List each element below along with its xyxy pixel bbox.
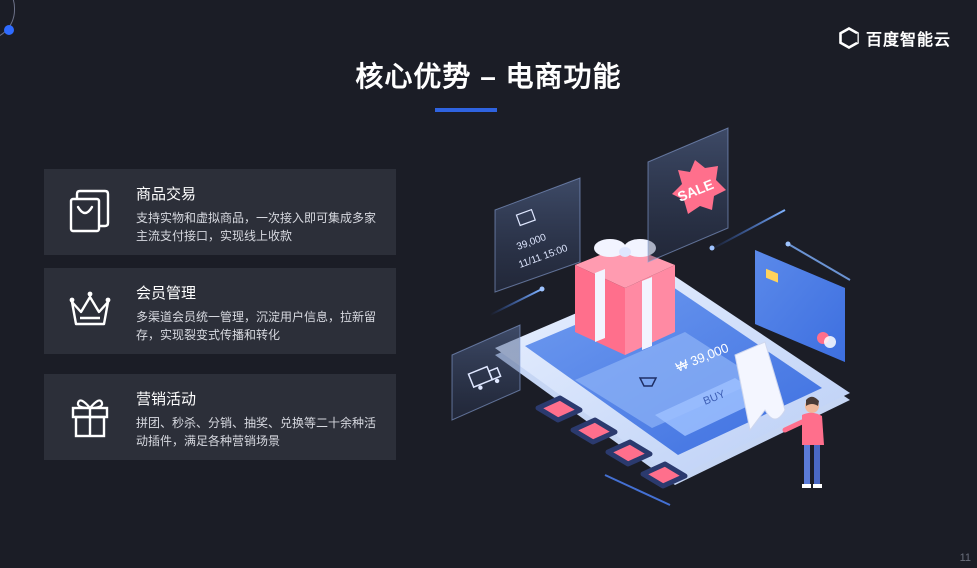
page-title: 核心优势 – 电商功能 <box>355 61 622 92</box>
card-title: 商品交易 <box>136 186 197 203</box>
corner-decoration-dot <box>4 25 14 35</box>
receipt <box>734 341 786 432</box>
shopping-bag-icon <box>69 189 110 233</box>
gift-icon <box>71 399 109 438</box>
brand-logo: 百度智能云 <box>838 26 951 50</box>
card-title: 营销活动 <box>136 391 197 408</box>
feature-card-marketing: 营销活动 拼团、秒杀、分销、抽奖、兑换等二十余种活动插件，满足各种营销场景 <box>44 374 396 460</box>
credit-card <box>755 250 845 362</box>
app-tiles <box>535 395 688 489</box>
email-card: 39,000 11/11 15:00 <box>494 177 581 293</box>
feature-card-trading: 商品交易 支持实物和虚拟商品，一次接入即可集成多家主流支付接口，实现线上收款 <box>44 169 396 255</box>
brand-name: 百度智能云 <box>865 32 951 49</box>
card-description: 支持实物和虚拟商品，一次接入即可集成多家主流支付接口，实现线上收款 <box>136 211 377 243</box>
card-title: 会员管理 <box>136 285 197 302</box>
baidu-cloud-hexagon-icon <box>839 27 859 49</box>
truck-icon <box>467 365 502 390</box>
card-description: 拼团、秒杀、分销、抽奖、兑换等二十余种活动插件，满足各种营销场景 <box>136 416 377 448</box>
feature-card-membership: 会员管理 多渠道会员统一管理，沉淀用户信息，拉新留存，实现裂变式传播和转化 <box>44 268 396 354</box>
ecommerce-illustration: ₩ 39,000 BUY 39,000 11/11 15:00 SALE <box>451 127 851 506</box>
card-description: 多渠道会员统一管理，沉淀用户信息，拉新留存，实现裂变式传播和转化 <box>136 310 377 342</box>
cart-icon <box>638 377 658 387</box>
title-underline <box>435 108 497 112</box>
delivery-card <box>451 324 521 421</box>
page-number: 11 <box>959 552 971 564</box>
person-figure <box>782 396 824 488</box>
crown-icon <box>69 291 111 326</box>
sale-card: SALE <box>647 127 729 263</box>
